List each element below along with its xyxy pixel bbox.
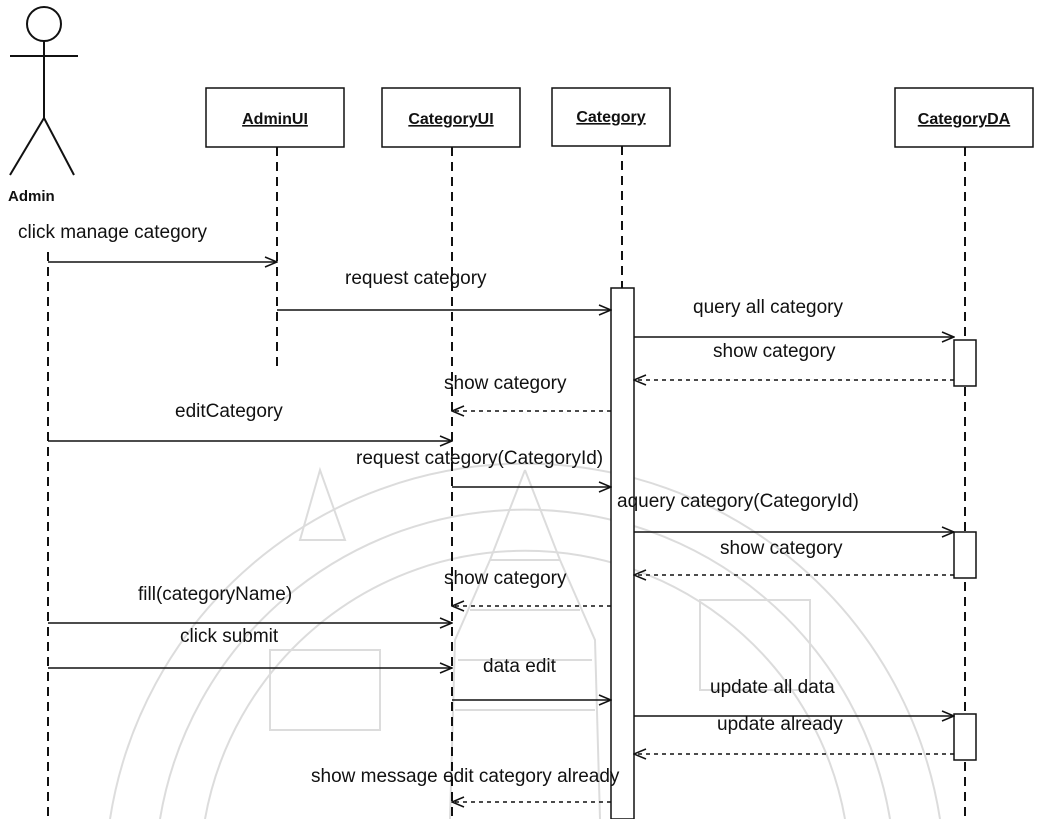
message-label: update already [717,714,843,735]
actor-admin [9,6,78,176]
message-label: click manage category [18,222,208,243]
object-label: Category [576,109,645,126]
message-label: show category [720,538,843,559]
actor-label: Admin [8,188,55,205]
message-label: show message edit category already [311,766,620,787]
object-category: Category [551,87,671,147]
message-label: query all category [693,297,843,318]
watermark-seal [109,462,941,820]
message-label: show category [444,568,567,589]
activation-categoryda-2 [953,531,977,579]
activation-category [610,287,635,820]
object-label: AdminUI [242,111,308,128]
object-label: CategoryDA [918,111,1011,128]
activation-categoryda-1 [953,339,977,387]
object-label: CategoryUI [408,111,493,128]
object-adminui: AdminUI [205,87,345,148]
message-label: update all data [710,677,835,698]
message-label: data edit [483,656,557,677]
activation-categoryda-3 [953,713,977,761]
message-label: show category [444,373,567,394]
message-label: aquery category(CategoryId) [617,491,859,512]
actor-head [26,6,62,42]
message-label: click submit [180,626,279,647]
message-label: request category [345,268,487,289]
message-label: show category [713,341,836,362]
object-categoryda: CategoryDA [894,87,1034,148]
message-label: fill(categoryName) [138,584,292,605]
message-label: request category(CategoryId) [356,448,603,469]
message-label: editCategory [175,401,283,422]
object-categoryui: CategoryUI [381,87,521,148]
